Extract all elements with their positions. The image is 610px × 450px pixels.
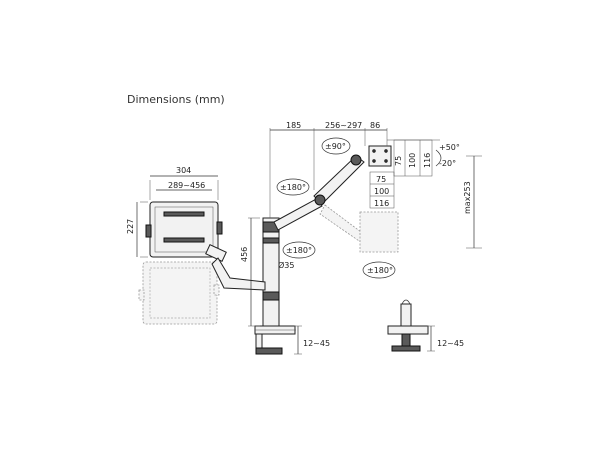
arm-segment-1 [273,197,323,231]
pole-height-label: 456 [240,247,249,262]
arm-reach-1-label: 185 [286,121,301,130]
laptop-tray-ghost [142,261,218,325]
vesa-plate [368,145,392,167]
grommet-clamp: 12~45 [387,299,464,352]
vesa-116-v-label: 116 [423,153,432,168]
tilt-down-label: -20° [439,159,456,168]
pole-assembly [211,217,296,355]
lower-arm-left [211,257,266,291]
clamp-range-left-label: 12~45 [303,339,330,348]
pole-dimensions: 456 Ø35 12~45 [240,217,330,355]
rotate-90-label: ±90° [325,142,346,151]
head-joint [350,154,362,166]
grommet-plate [391,345,421,352]
rotation-callouts: ±90° ±180° ±180° ±180° [276,137,396,279]
vesa-100-v-label: 100 [408,153,417,168]
swivel-180-top-label: ±180° [280,183,306,192]
desk-clamp-bottom [255,347,283,355]
max-height-label: max253 [463,181,472,214]
grommet-pole [400,303,412,329]
vesa-depth-label: 86 [370,121,380,130]
elbow-joint [314,194,326,206]
ghost-arm [319,204,366,244]
diagram-title: Dimensions (mm) [127,93,225,106]
laptop-range-label: 289~456 [168,181,205,190]
vesa-100-h-label: 100 [374,187,389,196]
tilt-up-label: +50° [439,143,460,152]
laptop-height-label: 227 [126,219,135,234]
pole [262,217,280,331]
max-height-dimension: max253 [463,155,482,249]
ghost-vesa-plate [359,211,399,253]
grommet-base [387,325,429,335]
swivel-180-bottom-label: ±180° [367,266,393,275]
laptop-dimensions: 304 289~456 227 [126,166,219,258]
upper-arms [273,145,399,253]
vesa-dimensions: 75 100 116 75 100 116 [369,139,433,209]
vesa-116-h-label: 116 [374,199,389,208]
laptop-tray [138,201,227,325]
laptop-width-label: 304 [176,166,191,175]
arm-dimensions: 185 256~297 86 [269,121,440,218]
swivel-180-mid-label: ±180° [286,246,312,255]
arm-reach-2-label: 256~297 [325,121,362,130]
clamp-range-right-label: 12~45 [437,339,464,348]
tilt-dimensions: +50° -20° [435,143,460,168]
pole-diameter-label: Ø35 [278,260,294,270]
vesa-75-v-label: 75 [394,156,403,166]
vesa-75-h-label: 75 [376,175,386,184]
